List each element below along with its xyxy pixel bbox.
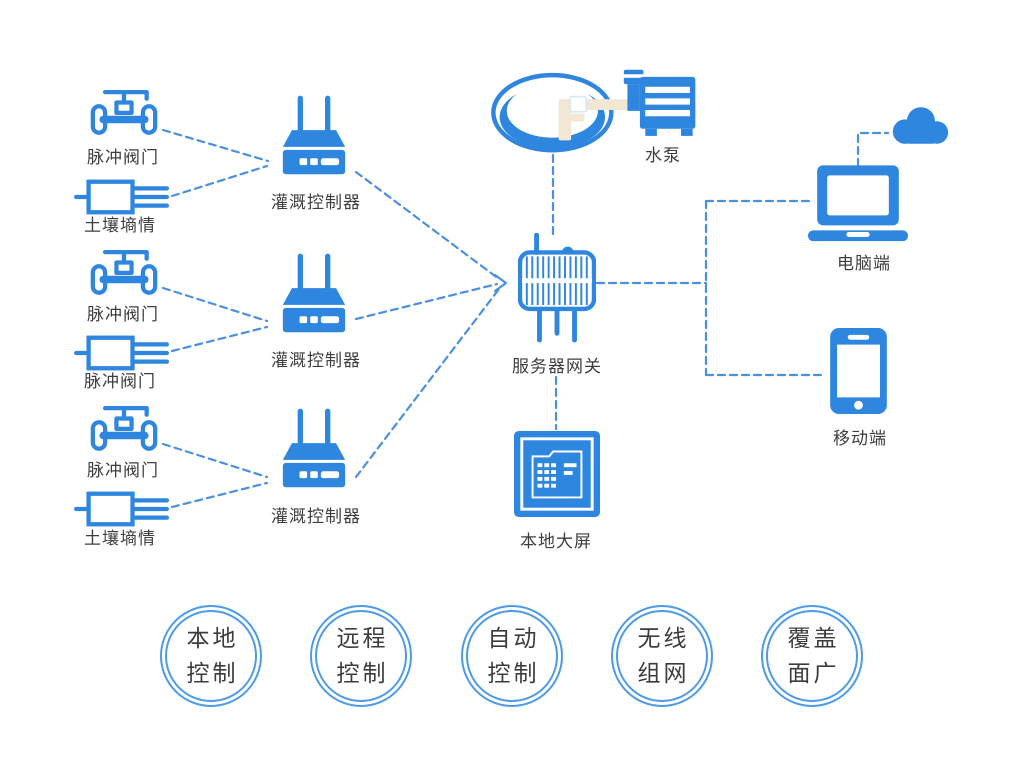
- feature-line: 本地: [186, 625, 239, 651]
- sensor1-label: 土壤墒情: [84, 216, 156, 235]
- mobile-label: 移动端: [833, 429, 887, 448]
- controller1-label: 灌溉控制器: [271, 193, 361, 212]
- feature-line: 自动: [487, 625, 540, 651]
- feature-text: 远程 控制: [334, 621, 389, 691]
- feature-text: 本地 控制: [184, 621, 239, 691]
- soil-sensor-icon: [74, 488, 170, 530]
- feature-circle-local-control: 本地 控制: [160, 605, 262, 707]
- mobile-phone-icon: [830, 328, 887, 414]
- link-controller1-gateway: [354, 170, 501, 281]
- feature-line: 远程: [336, 625, 389, 651]
- feature-line: 控制: [336, 660, 389, 686]
- link-sensor1-controller1: [170, 164, 269, 198]
- valve3-label: 脉冲阀门: [87, 461, 159, 480]
- pc-label: 电脑端: [837, 254, 891, 273]
- gateway-label: 服务器网关: [512, 357, 602, 376]
- feature-circle-auto-control: 自动 控制: [461, 605, 563, 707]
- sensor2-label: 脉冲阀门: [84, 372, 156, 391]
- controller2-label: 灌溉控制器: [271, 351, 361, 370]
- link-valve2-controller2: [161, 286, 269, 323]
- feature-line: 覆盖: [787, 625, 840, 651]
- link-controller2-gateway: [354, 282, 499, 321]
- pulse-valve-icon: [90, 246, 158, 296]
- irrigation-controller-icon: [276, 408, 352, 492]
- cloud-icon: [890, 104, 950, 146]
- irrigation-controller-icon: [276, 253, 352, 337]
- link-valve1-controller1: [161, 128, 270, 163]
- feature-text: 覆盖 面广: [785, 621, 840, 691]
- pulse-valve-icon: [90, 402, 158, 452]
- link-pc-cloud: [856, 131, 890, 168]
- feature-circle-wide-coverage: 覆盖 面广: [761, 605, 863, 707]
- screen-label: 本地大屏: [520, 532, 592, 551]
- controller3-label: 灌溉控制器: [271, 507, 361, 526]
- valve2-label: 脉冲阀门: [87, 305, 159, 324]
- feature-line: 无线: [637, 625, 690, 651]
- feature-line: 控制: [487, 660, 540, 686]
- laptop-icon: [808, 165, 908, 244]
- feature-text: 无线 组网: [635, 621, 690, 691]
- feature-circle-remote-control: 远程 控制: [310, 605, 412, 707]
- sensor3-label: 土壤墒情: [84, 529, 156, 548]
- arrowhead-gateway: [493, 273, 508, 293]
- pulse-valve-icon: [90, 86, 158, 136]
- water-pump-icon: [488, 66, 698, 154]
- feature-text: 自动 控制: [485, 621, 540, 691]
- link-valve3-controller3: [161, 442, 269, 479]
- feature-line: 面广: [787, 660, 840, 686]
- feature-circle-wireless-network: 无线 组网: [611, 605, 713, 707]
- soil-sensor-icon: [74, 176, 170, 218]
- valve1-label: 脉冲阀门: [87, 148, 159, 167]
- feature-line: 组网: [637, 660, 690, 686]
- big-screen-icon: [514, 431, 600, 517]
- feature-line: 控制: [186, 660, 239, 686]
- link-controller3-gateway: [354, 287, 501, 479]
- link-sensor2-controller2: [170, 325, 269, 353]
- irrigation-controller-icon: [276, 95, 352, 179]
- soil-sensor-icon: [74, 332, 170, 374]
- link-sensor3-controller3: [170, 481, 269, 509]
- pump-label: 水泵: [645, 146, 681, 165]
- server-gateway-icon: [517, 232, 597, 343]
